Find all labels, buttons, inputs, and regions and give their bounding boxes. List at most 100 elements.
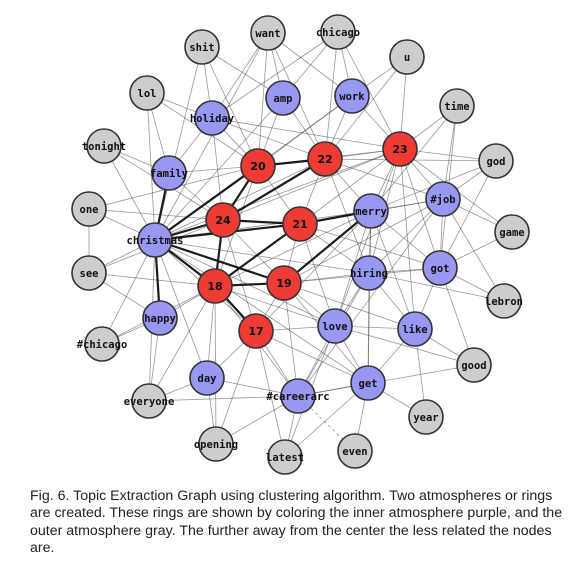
node-hash-job: #job [425, 181, 461, 217]
node-label-happy: happy [144, 313, 176, 325]
node-label-good: good [461, 360, 486, 372]
node-label-23: 23 [392, 143, 407, 156]
edge-22-chicago [324, 31, 339, 160]
node-label-christmas: christmas [127, 235, 184, 247]
node-amp: amp [265, 80, 301, 116]
node-label-19: 19 [276, 277, 291, 290]
node-circle-one [71, 191, 107, 227]
node-merry: merry [353, 193, 389, 229]
node-label-god: god [487, 156, 506, 168]
node-label-work: work [339, 91, 365, 103]
node-circle-happy [142, 300, 178, 336]
edge-21-23 [299, 148, 401, 225]
node-label-hiring: hiring [350, 268, 388, 280]
node-tonight: tonight [82, 128, 126, 164]
node-opening: opening [194, 426, 238, 462]
node-24: 24 [205, 202, 241, 238]
edge-22-#job [324, 158, 444, 200]
node-u: u [389, 39, 425, 75]
node-label-one: one [80, 204, 99, 216]
node-year: year [408, 399, 444, 435]
node-circle-lol [129, 75, 165, 111]
node-good: good [456, 347, 492, 383]
edge-#careerarc-everyone [148, 395, 299, 402]
edge-good-love [334, 325, 475, 366]
node-circle-20 [240, 148, 276, 184]
node-circle-hash-chicago [84, 326, 120, 362]
node-circle-22 [307, 141, 343, 177]
node-get: get [350, 365, 386, 401]
node-circle-chicago [320, 14, 356, 50]
node-time: time [439, 88, 475, 124]
node-circle-day [189, 360, 225, 396]
node-latest: latest [266, 439, 304, 475]
edge-god-got [439, 160, 497, 269]
node-chicago: chicago [316, 14, 360, 50]
node-label-holiday: holiday [190, 113, 235, 125]
edge-17-merry [255, 210, 372, 332]
node-label-everyone: everyone [124, 396, 175, 408]
node-label-hash-chicago: #chicago [77, 339, 128, 351]
node-label-time: time [444, 101, 469, 113]
node-23: 23 [382, 131, 418, 167]
node-circle-holiday [194, 100, 230, 136]
node-circle-love [317, 308, 353, 344]
edge-18-merry [214, 210, 372, 287]
node-label-hash-job: #job [430, 194, 455, 206]
node-christmas: christmas [127, 222, 184, 258]
edge-holiday-22 [211, 117, 326, 160]
node-label-latest: latest [266, 452, 304, 464]
edge-17-latest [255, 330, 286, 458]
node-label-family: family [150, 168, 189, 180]
node-label-18: 18 [207, 280, 222, 293]
edge-merry-like [370, 210, 416, 330]
node-17: 17 [238, 313, 274, 349]
node-circle-17 [238, 313, 274, 349]
node-circle-18 [197, 268, 233, 304]
edge-23-got [399, 148, 441, 269]
node-want: want [250, 15, 286, 51]
node-like: like [397, 311, 433, 347]
node-hiring: hiring [350, 255, 388, 291]
node-work: work [334, 78, 370, 114]
node-label-amp: amp [274, 93, 293, 105]
edge-24-23 [222, 148, 401, 221]
node-circle-family [151, 155, 187, 191]
edge-23-chicago [337, 31, 401, 150]
node-hash-careerarc: #careerarc [266, 378, 330, 414]
node-circle-21 [282, 206, 318, 242]
edge-christmas-day [154, 239, 208, 379]
node-lol: lol [129, 75, 165, 111]
node-circle-got [422, 250, 458, 286]
node-everyone: everyone [124, 383, 175, 419]
edge-christmas-hiring [154, 239, 370, 274]
node-label-hash-careerarc: #careerarc [266, 391, 329, 403]
edge-17-opening [215, 330, 257, 445]
node-one: one [71, 191, 107, 227]
node-circle-hiring [351, 255, 387, 291]
node-label-chicago: chicago [316, 27, 360, 39]
node-circle-good [456, 347, 492, 383]
node-label-21: 21 [292, 218, 307, 231]
edge-latest-get [284, 382, 369, 458]
node-label-like: like [402, 324, 427, 336]
node-label-shit: shit [189, 42, 214, 54]
node-21: 21 [282, 206, 318, 242]
node-label-game: game [499, 227, 524, 239]
node-lebron: lebron [485, 283, 523, 319]
edge-christmas-19 [154, 238, 285, 285]
node-label-even: even [342, 446, 367, 458]
node-hash-chicago: #chicago [77, 326, 128, 362]
edge-21-got [299, 223, 441, 269]
node-circle-want [250, 15, 286, 51]
edge-24-22 [222, 158, 326, 221]
node-circle-even [337, 433, 373, 469]
node-even: even [337, 433, 373, 469]
node-19: 19 [266, 265, 302, 301]
edge-#careerarc-good [297, 364, 475, 397]
edge-christmas-want [154, 32, 269, 241]
node-18: 18 [197, 268, 233, 304]
node-love: love [317, 308, 353, 344]
edge-christmas-#chicago [101, 239, 156, 345]
node-label-u: u [404, 52, 410, 64]
